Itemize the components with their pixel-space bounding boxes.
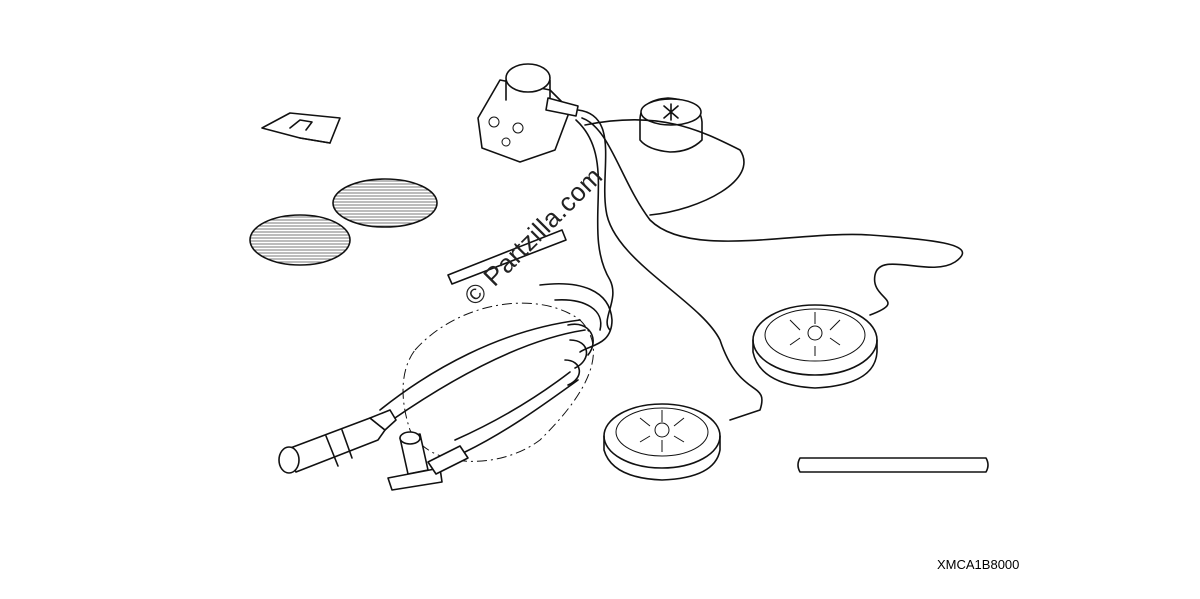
speaker-icon: [603, 403, 721, 481]
harness-cable: [575, 119, 614, 331]
harness-cable: [577, 109, 763, 421]
harness-cable: [581, 117, 964, 316]
harness-cable: [584, 118, 745, 216]
velcro-pad-icon: [249, 214, 351, 266]
speaker-icon: [752, 304, 878, 389]
part-code-label: XMCA1B8000: [937, 557, 1020, 572]
adhesive-tab-icon: [261, 112, 341, 144]
mic-foam-icon: [639, 97, 703, 153]
velcro-pad-icon: [332, 178, 438, 228]
cable-tie-icon: [447, 229, 567, 285]
connector-plug-icon: [278, 409, 397, 474]
microphone-housing-icon: [477, 63, 579, 163]
coiled-cord-icon: [379, 282, 613, 462]
cable-clip-icon: [797, 457, 989, 473]
angled-jack-icon: [387, 431, 469, 491]
